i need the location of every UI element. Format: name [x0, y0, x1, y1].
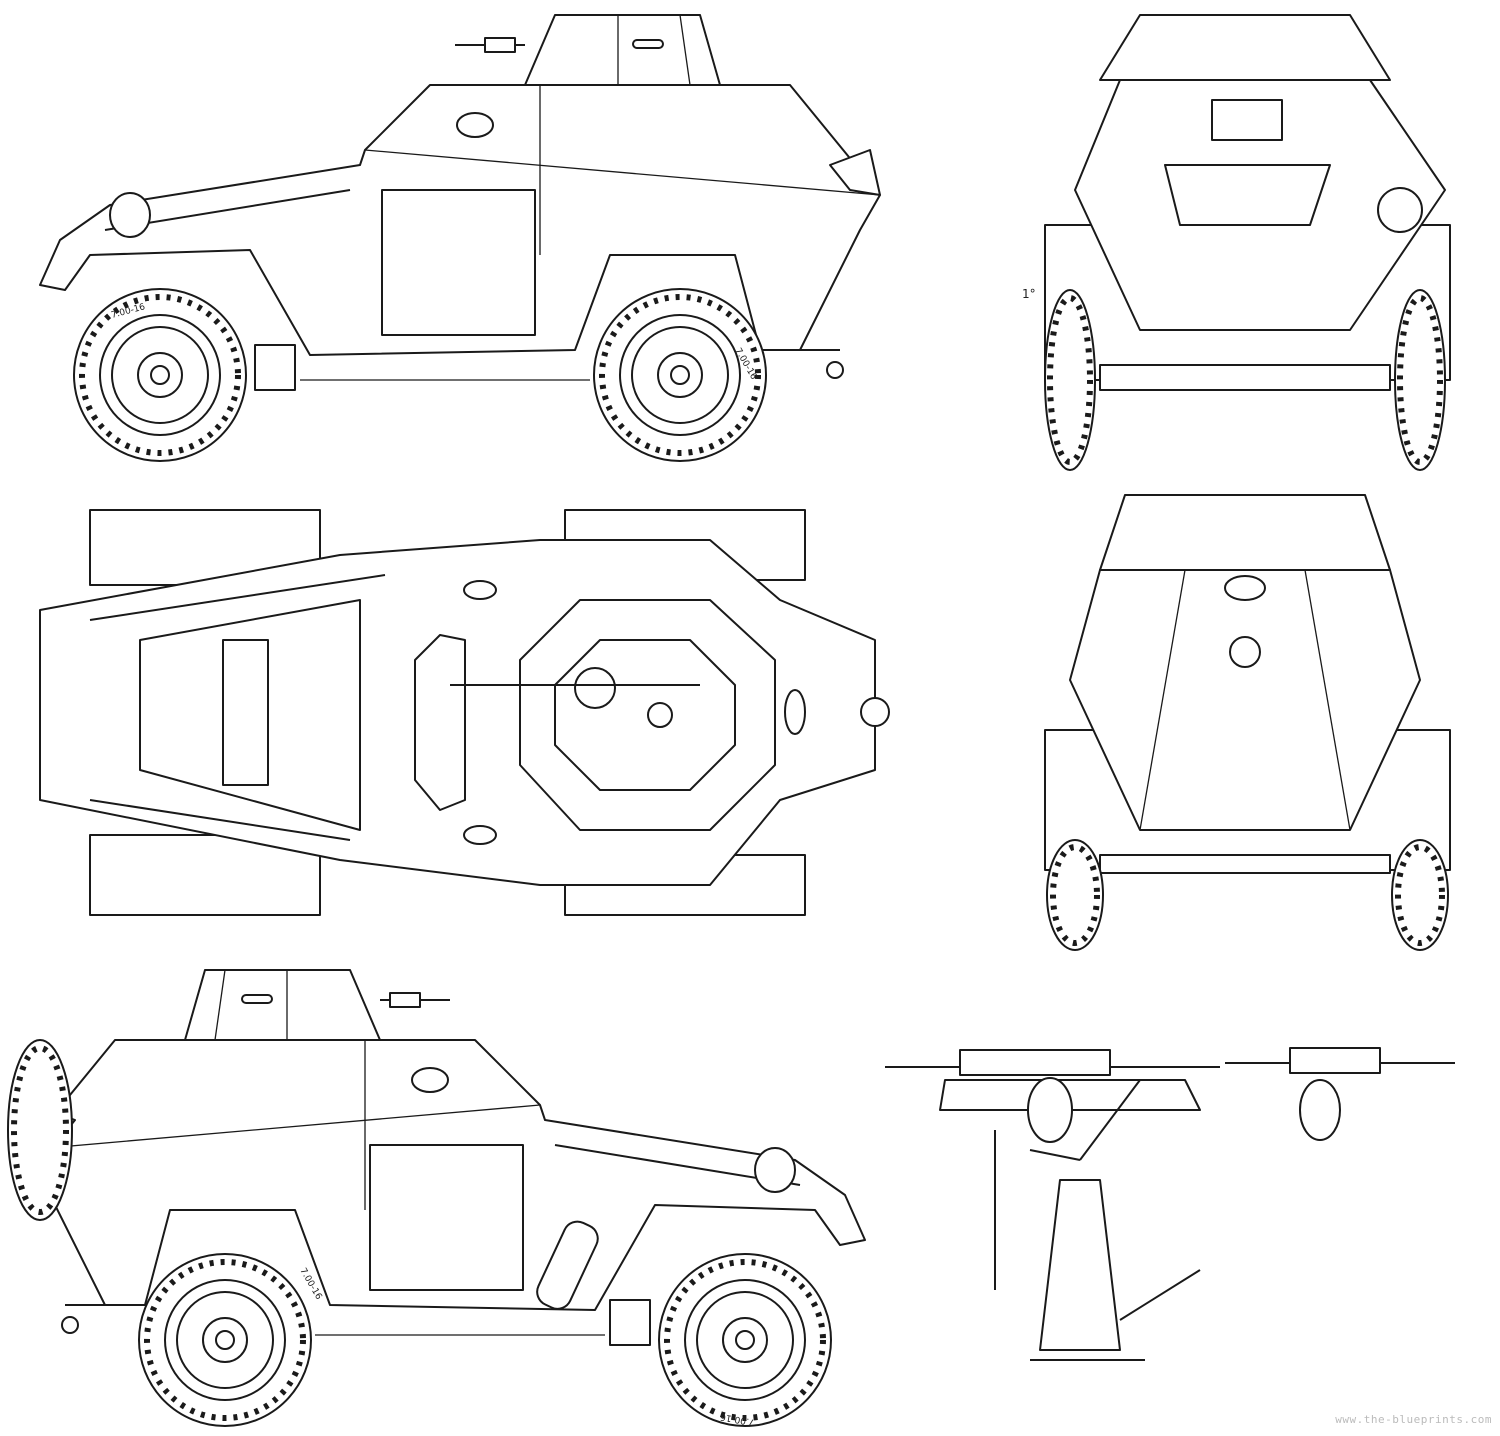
- right-side-view: 7.00-16 7.00-16: [7, 969, 866, 1427]
- front-wheel: [139, 1254, 311, 1426]
- headlight: [1377, 187, 1423, 233]
- rear-wheel: [659, 1254, 831, 1426]
- spare-wheel: [7, 1039, 73, 1221]
- machine-gun-mount-view: [885, 1047, 1455, 1361]
- top-view: [39, 509, 890, 916]
- rear-wheel: [594, 289, 766, 461]
- left-side-view: 7.00-16 7.00-16: [39, 14, 881, 461]
- front-wheel: [74, 289, 246, 461]
- angle-label: 1°: [1022, 287, 1036, 301]
- watermark: www.the-blueprints.com: [1335, 1413, 1492, 1426]
- fire-extinguisher: [536, 1220, 599, 1310]
- rear-view: [1044, 494, 1451, 951]
- front-view: 1°: [1022, 14, 1451, 471]
